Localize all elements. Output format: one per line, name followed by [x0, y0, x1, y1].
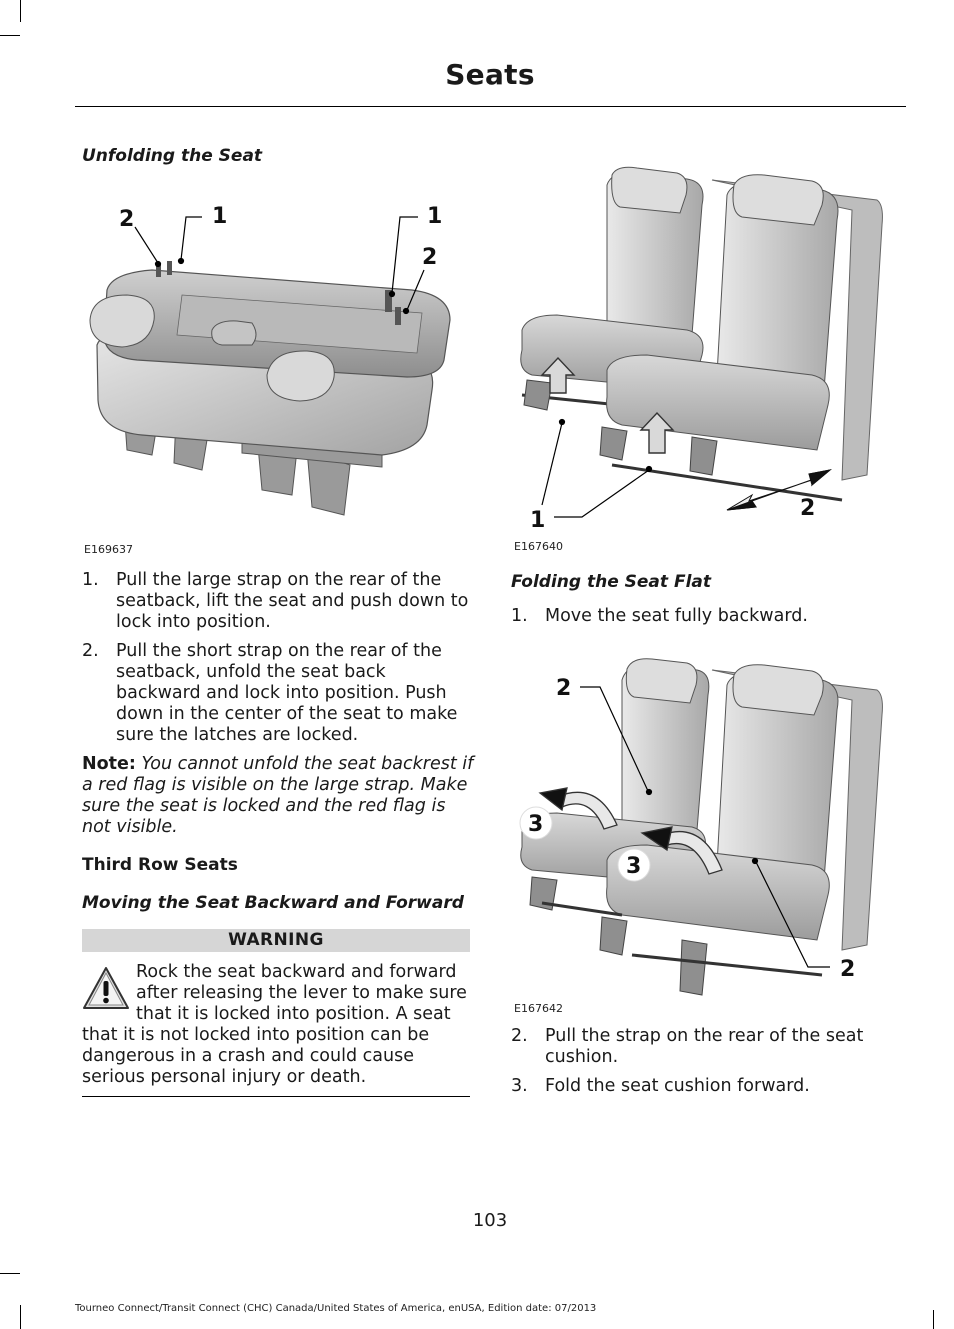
step-number: 3.: [511, 1076, 528, 1096]
list-item: 1. Move the seat fully backward.: [511, 606, 891, 627]
heading-third-row-seats: Third Row Seats: [82, 855, 238, 875]
crop-mark: [20, 0, 21, 22]
unfolding-steps: 1. Pull the large strap on the rear of th…: [82, 570, 474, 754]
step-text: Fold the seat cushion forward.: [545, 1076, 810, 1096]
step-text: Pull the short strap on the rear of the …: [116, 641, 458, 745]
callout-label: 1: [427, 204, 442, 229]
folding-steps-b: 2. Pull the strap on the rear of the seat…: [511, 1026, 896, 1105]
figure-id: E169637: [84, 543, 133, 556]
crop-mark: [20, 1305, 21, 1329]
callout-label: 3: [528, 812, 543, 837]
step-number: 2.: [511, 1026, 528, 1046]
headrest: [266, 350, 335, 402]
list-item: 2. Pull the strap on the rear of the seat…: [511, 1026, 896, 1068]
crop-mark: [0, 1273, 20, 1274]
heading-unfolding-seat: Unfolding the Seat: [82, 146, 263, 166]
callout-label: 2: [840, 957, 855, 982]
callout-label: 1: [530, 508, 545, 533]
note-text: You cannot unfold the seat backrest if a…: [82, 754, 474, 837]
callout-label: 2: [556, 676, 571, 701]
figure-folding-seat-flat: 2 3 3 2: [519, 658, 883, 996]
step-number: 1.: [82, 570, 99, 590]
warning-title: WARNING: [82, 929, 470, 952]
warning-text: Rock the seat backward and forward after…: [82, 962, 467, 1087]
list-item: 2. Pull the short strap on the rear of th…: [82, 641, 474, 746]
warning-bottom-rule: [82, 1096, 470, 1097]
step-number: 1.: [511, 606, 528, 626]
page-title: Seats: [445, 58, 535, 91]
step-text: Move the seat fully backward.: [545, 606, 808, 626]
figure-moving-seat: 1 2: [520, 166, 883, 533]
header-divider: [75, 106, 906, 107]
step-text: Pull the large strap on the rear of the …: [116, 570, 469, 632]
warning-triangle-icon: [83, 967, 129, 1009]
page-number: 103: [472, 1210, 508, 1231]
list-item: 1. Pull the large strap on the rear of th…: [82, 570, 474, 633]
heading-folding-seat-flat: Folding the Seat Flat: [511, 572, 711, 592]
crop-mark: [933, 1310, 934, 1329]
callout-label: 2: [119, 207, 134, 232]
note: Note: You cannot unfold the seat backres…: [82, 754, 474, 838]
step-number: 2.: [82, 641, 99, 661]
folding-steps-a: 1. Move the seat fully backward.: [511, 606, 891, 635]
callout-label: 2: [422, 245, 437, 270]
figure-id: E167640: [514, 540, 563, 553]
heading-moving-seat: Moving the Seat Backward and Forward: [82, 893, 464, 913]
list-item: 3. Fold the seat cushion forward.: [511, 1076, 896, 1097]
footer-edition: Tourneo Connect/Transit Connect (CHC) Ca…: [75, 1303, 597, 1314]
figure-unfolding-seat: 2 1 1 2: [89, 204, 451, 516]
callout-label: 2: [800, 496, 815, 521]
warning-box: Rock the seat backward and forward after…: [82, 962, 472, 1088]
step-text: Pull the strap on the rear of the seat c…: [545, 1026, 864, 1067]
note-label: Note:: [82, 754, 136, 774]
figure-id: E167642: [514, 1002, 563, 1015]
crop-mark: [0, 35, 20, 36]
headrest: [89, 294, 155, 348]
callout-label: 3: [626, 854, 641, 879]
callout-label: 1: [212, 204, 227, 229]
